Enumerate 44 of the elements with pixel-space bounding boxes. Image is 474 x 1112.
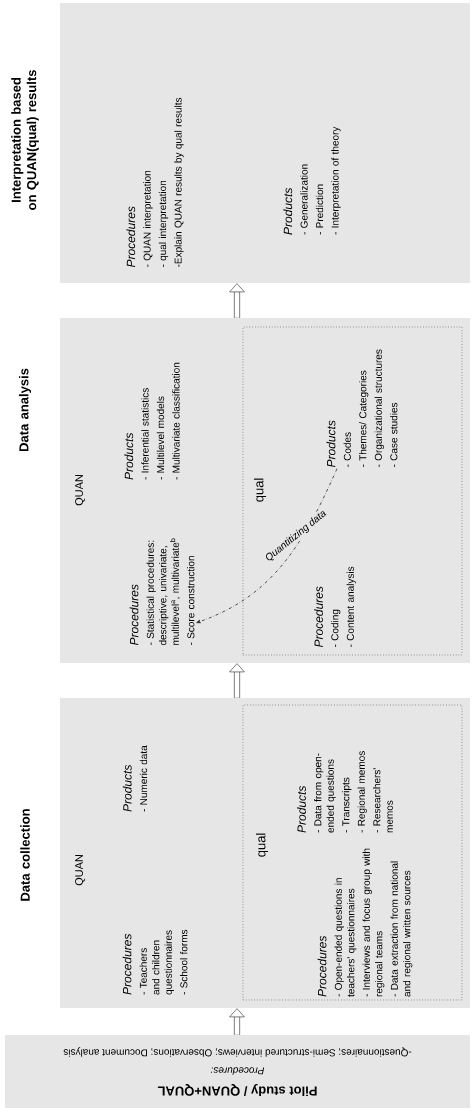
list-item: - Transcripts [342,777,352,833]
block-heading: Products [326,420,336,468]
stage-panel: Pilot study / QUAN+QUAL Procedures: -Questionnaires; Semi-structured interviews; Observations; Document analysis [5,1035,470,1108]
list-item: - Regional memos [357,751,367,833]
block-heading: Procedures [122,933,132,995]
list-item: - Content analysis [346,566,356,648]
block-heading: Procedures [314,586,323,648]
block-heading: Products [124,432,134,480]
list-item: - Case studies [390,402,398,468]
list-item: -Explain QUAN results by qual results [174,97,184,268]
list-item: - Organizational structures [374,349,384,468]
list-item: - Data extraction from national and regional written sources [390,861,413,997]
list-item: - Generalization [300,164,308,235]
arrow [229,663,245,698]
list-item: - Codes [343,432,351,468]
list-item: - QUAN interpretation [143,170,153,268]
block-heading: Products [283,187,293,235]
list-item: - Prediction [315,184,324,235]
stage-title: Data analysis [18,368,32,452]
arrow [229,283,245,318]
arrow [196,468,338,624]
list-item: - Teachers and children questionnaires [139,930,174,995]
list-item: - Themes/ Categories [359,370,369,468]
block-heading: Procedures [129,584,139,646]
list-item: - Researchers' memos [373,768,393,833]
arrow [229,1008,245,1035]
list-item: - Multivariate classification [172,362,180,480]
list-item: - Numeric data [139,745,148,812]
list-item: - qual interpretation [158,180,169,268]
list-item: - Multilevel models [156,396,165,480]
list-item: - School forms [180,929,188,995]
list-item: - Score construction [187,556,195,646]
block-heading: Products [122,764,132,812]
block-heading: Procedures [317,935,327,997]
list-item: - Open-ended questions in teachers' questionnaires [334,878,357,997]
stage-title: Data collection [20,809,30,901]
block-heading: Procedures [126,206,136,268]
list-item: - Inferential statistics [141,388,149,480]
list-item: - Data from open-ended questions [314,753,336,833]
list-item: - Coding [331,609,341,648]
list-item: - Interviews and focus group with regional teams [362,848,385,997]
stage-title: Interpretation based on QUAN(qual) results [11,70,39,210]
block-heading: Products [297,785,306,833]
list-item: - Interpretation of theory [331,126,341,235]
